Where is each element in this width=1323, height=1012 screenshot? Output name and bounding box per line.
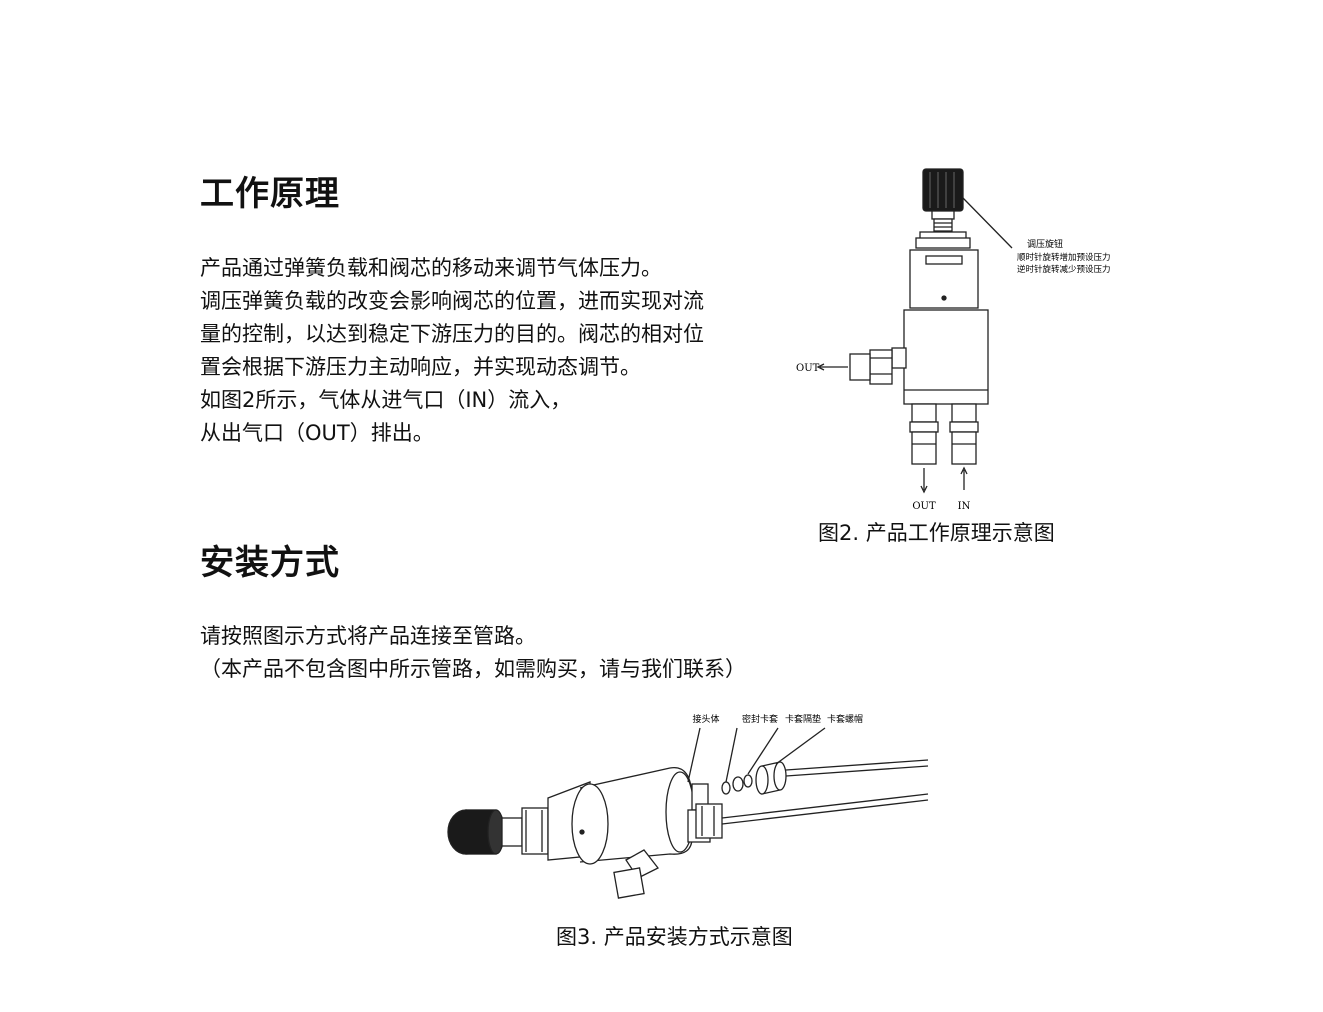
paragraph-line: 量的控制，以达到稳定下游压力的目的。阀芯的相对位: [200, 322, 704, 346]
paragraph-line: 如图2所示，气体从进气口（IN）流入，: [200, 388, 572, 412]
figure3-installation-diagram: 接头体 密封卡套 卡套隔垫 卡套螺帽: [447, 713, 929, 899]
paragraph-line: 调压弹簧负载的改变会影响阀芯的位置，进而实现对流: [200, 289, 704, 313]
figure2-caption: 图2. 产品工作原理示意图: [818, 521, 1055, 545]
paragraph-line: （本产品不包含图中所示管路，如需购买，请与我们联系）: [200, 657, 746, 681]
knob-note-clockwise: 顺时针旋转增加预设压力: [1017, 252, 1111, 263]
side-out-label: OUT: [796, 363, 820, 374]
installation-paragraph: 请按照图示方式将产品连接至管路。 （本产品不包含图中所示管路，如需购买，请与我们…: [200, 620, 746, 686]
figure3-caption: 图3. 产品安装方式示意图: [556, 925, 793, 949]
section-title-working-principle: 工作原理: [200, 174, 340, 214]
knob-label: 调压旋钮: [1027, 238, 1063, 250]
callout-nut: 卡套螺帽: [827, 713, 863, 725]
bottom-in-label: IN: [958, 501, 971, 512]
figure2-regulator-diagram: 调压旋钮 顺时针旋转增加预设压力 逆时针旋转减少预设压力 OUT OUT IN: [796, 168, 1111, 512]
paragraph-line: 产品通过弹簧负载和阀芯的移动来调节气体压力。: [200, 256, 662, 280]
callout-front-ferrule: 密封卡套: [742, 713, 778, 725]
paragraph-line: 置会根据下游压力主动响应，并实现动态调节。: [200, 355, 641, 379]
bottom-out-label: OUT: [912, 501, 936, 512]
paragraph-line: 从出气口（OUT）排出。: [200, 421, 434, 445]
callout-back-ferrule: 卡套隔垫: [785, 713, 821, 725]
section-title-installation: 安装方式: [200, 543, 340, 583]
knob-note-counterclockwise: 逆时针旋转减少预设压力: [1017, 264, 1111, 275]
paragraph-line: 请按照图示方式将产品连接至管路。: [200, 624, 536, 648]
working-principle-paragraph: 产品通过弹簧负载和阀芯的移动来调节气体压力。 调压弹簧负载的改变会影响阀芯的位置…: [200, 252, 704, 450]
callout-fitting-body: 接头体: [692, 713, 719, 725]
